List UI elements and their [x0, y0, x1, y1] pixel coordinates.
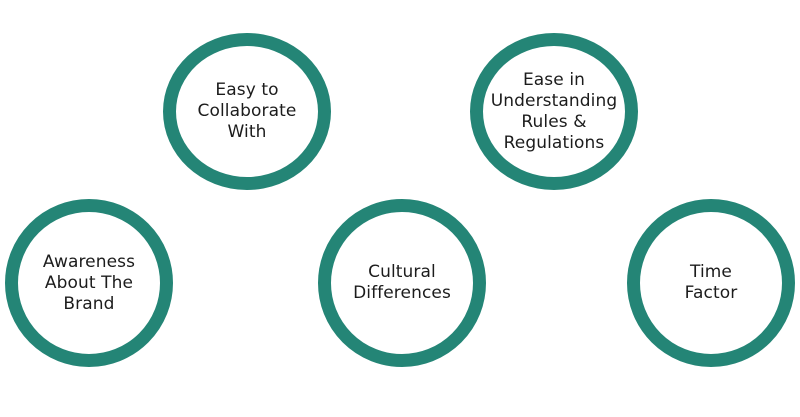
node-ease-in-understanding-rules: Ease in Understanding Rules & Regulation…	[470, 33, 638, 190]
node-label: Cultural Differences	[353, 262, 451, 303]
node-label: Ease in Understanding Rules & Regulation…	[490, 69, 618, 153]
node-time-factor: Time Factor	[627, 199, 795, 367]
node-label: Time Factor	[684, 262, 738, 303]
node-awareness-about-brand: Awareness About The Brand	[5, 199, 173, 367]
node-label: Easy to Collaborate With	[197, 80, 297, 142]
node-label: Awareness About The Brand	[42, 251, 136, 314]
node-cultural-differences: Cultural Differences	[318, 199, 486, 367]
node-easy-to-collaborate: Easy to Collaborate With	[163, 33, 331, 190]
